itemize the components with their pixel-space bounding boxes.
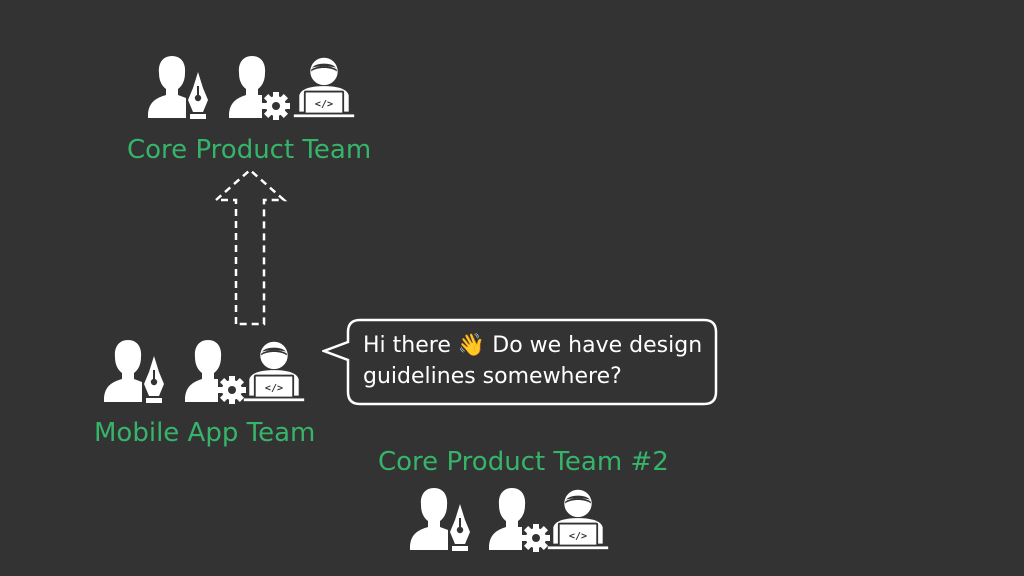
- designer-icon: [104, 340, 164, 403]
- core-team-icons: [148, 56, 356, 120]
- speech-bubble: [322, 318, 718, 406]
- dashed-up-arrow: [212, 168, 288, 326]
- designer-icon: [148, 56, 208, 119]
- developer-icon: [546, 488, 610, 551]
- designer-icon: [410, 488, 470, 551]
- question-text: Do we have design guidelines somewhere?: [363, 333, 703, 389]
- core-team-label: Core Product Team: [127, 135, 372, 165]
- engineer-icon: [489, 488, 550, 552]
- engineer-icon: [185, 340, 246, 404]
- wave-emoji-icon: 👋: [457, 333, 486, 358]
- mobile-team-label: Mobile App Team: [94, 418, 316, 448]
- developer-icon: [242, 340, 306, 403]
- core-team-2-label: Core Product Team #2: [378, 447, 669, 477]
- chat-message: Hi there 👋 Do we have design guidelines …: [363, 330, 703, 392]
- greeting-text: Hi there: [363, 333, 451, 358]
- engineer-icon: [229, 56, 290, 120]
- developer-icon: [292, 56, 356, 119]
- core-team-2-icons: [410, 488, 610, 552]
- mobile-team-icons: [104, 340, 306, 404]
